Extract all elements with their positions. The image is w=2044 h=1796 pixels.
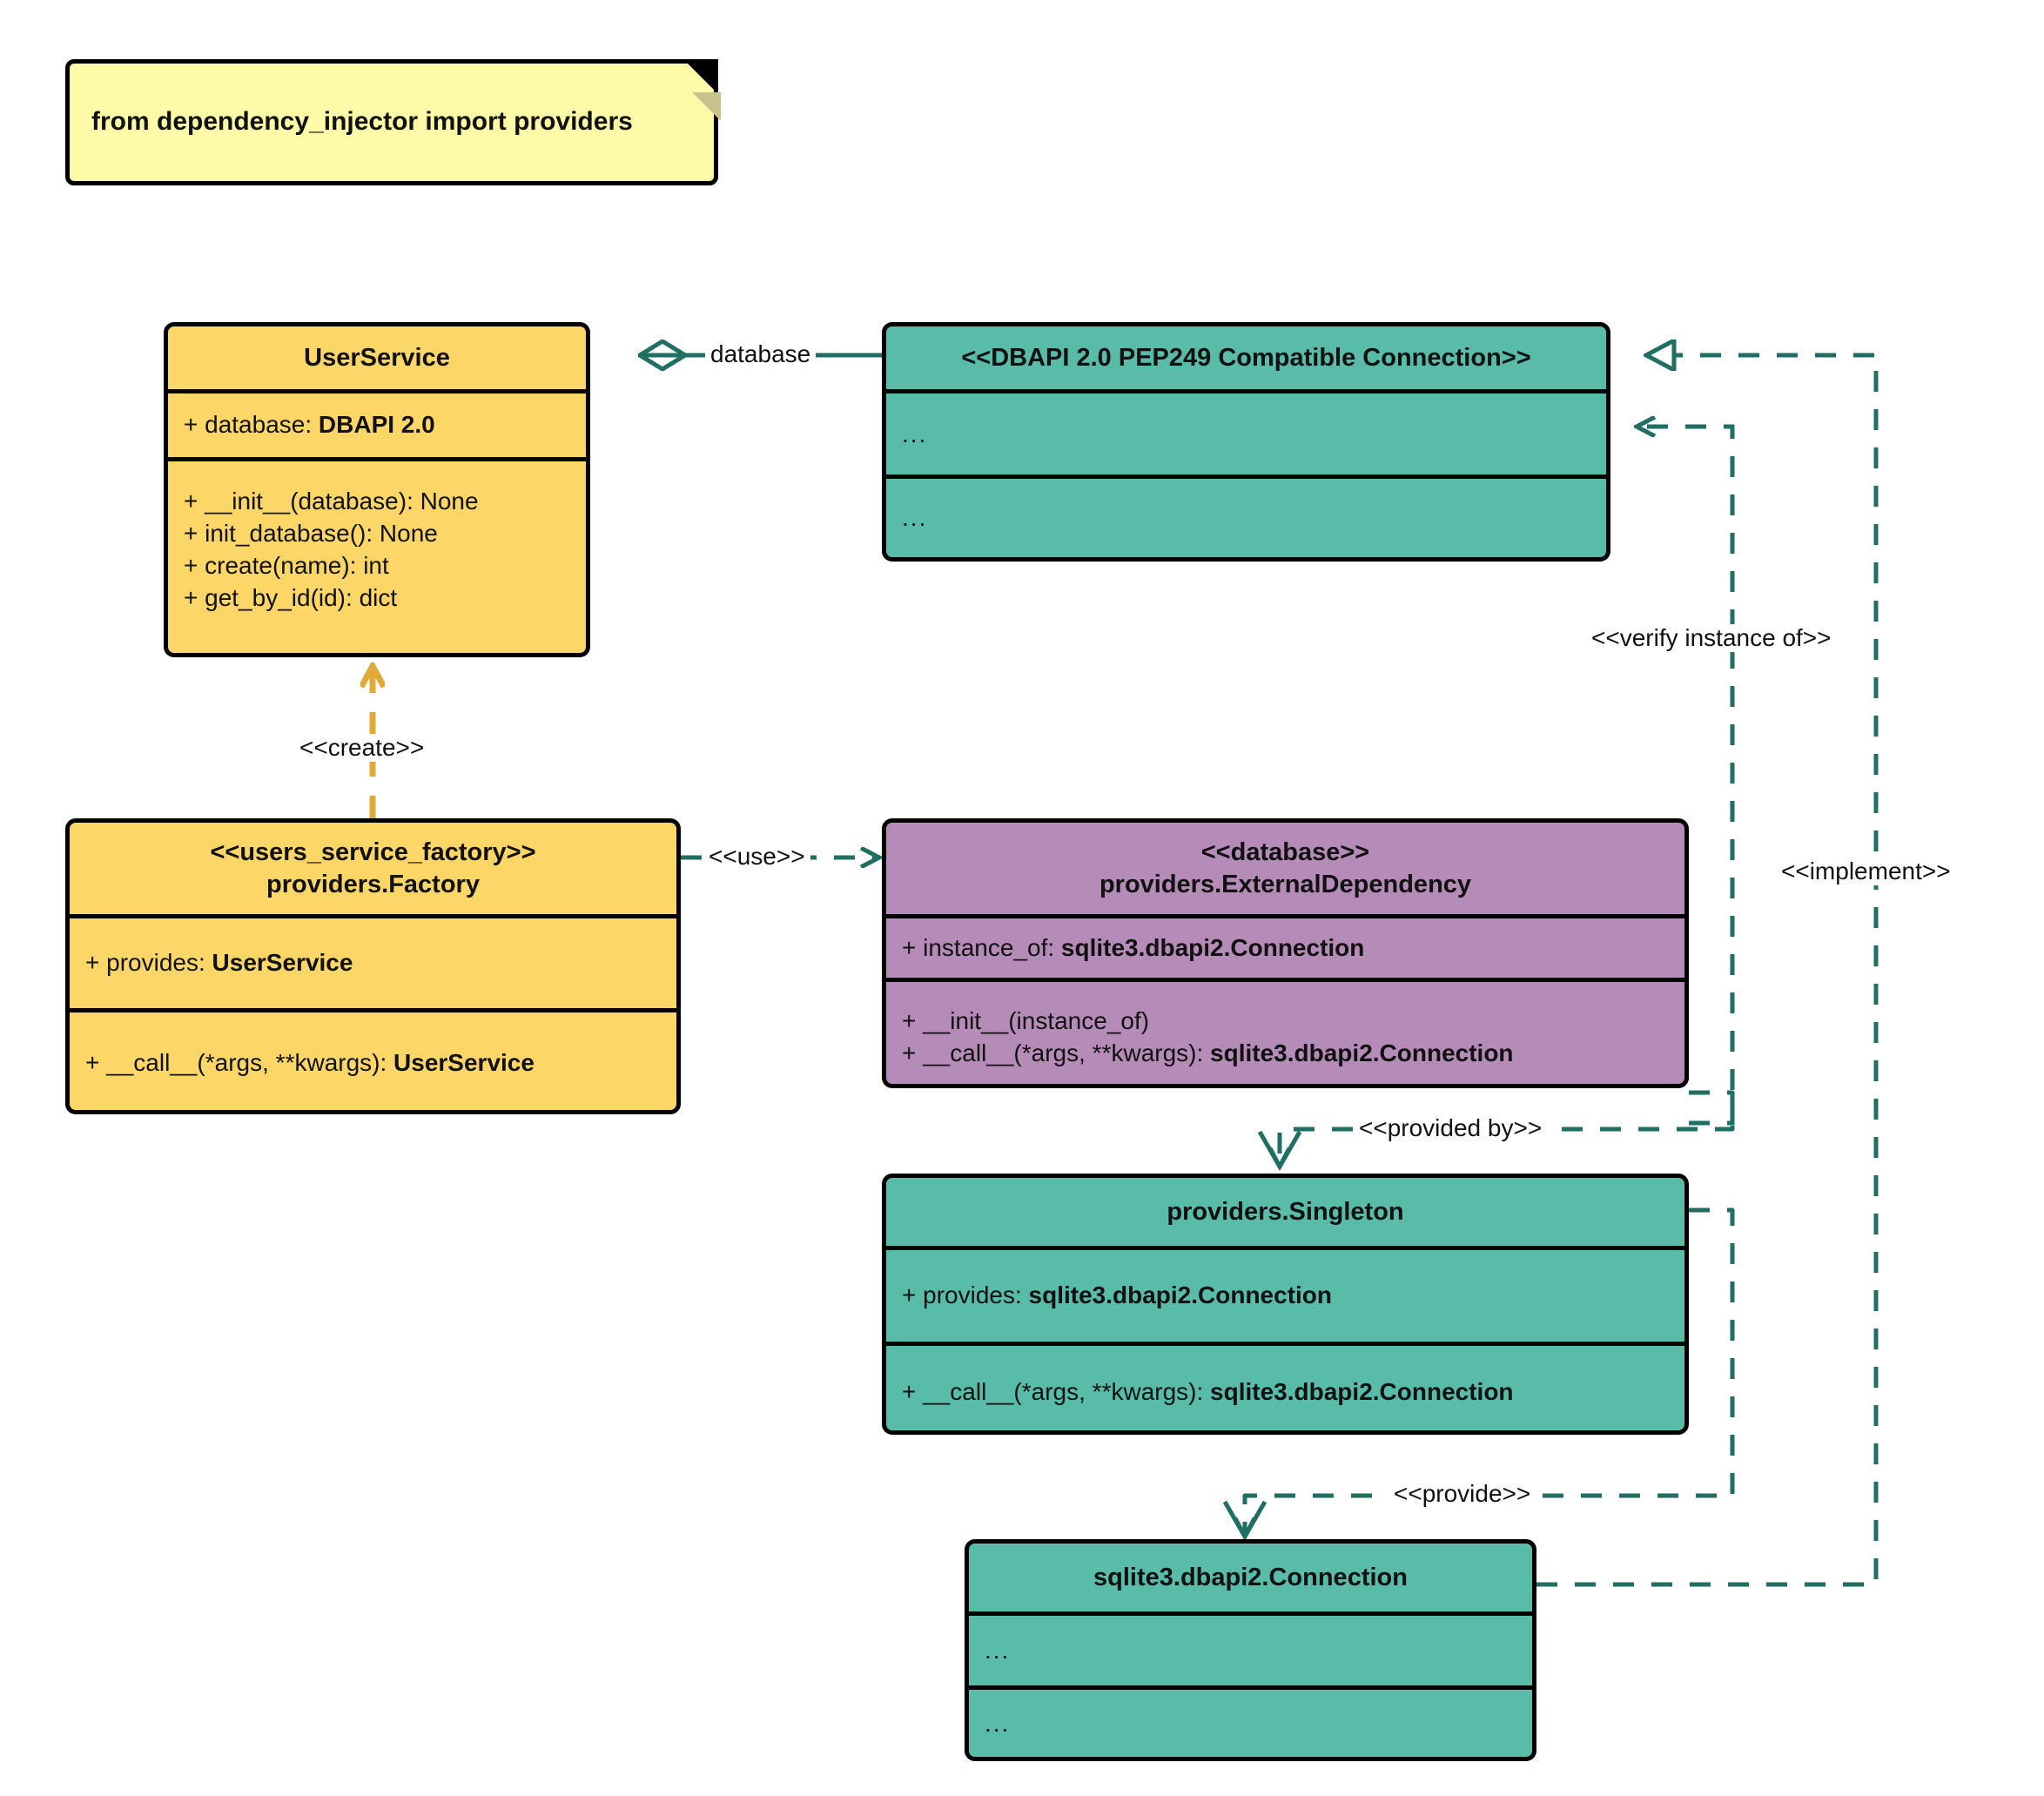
class-singleton[interactable]: providers.Singleton + provides: sqlite3.…: [882, 1174, 1689, 1435]
attribute-row: + instance_of: sqlite3.dbapi2.Connection: [902, 933, 1365, 961]
class-sqlite-connection-header: sqlite3.dbapi2.Connection: [969, 1544, 1532, 1611]
class-dbapi-connection-title: <<DBAPI 2.0 PEP249 Compatible Connection…: [961, 343, 1531, 372]
attribute-placeholder: ...: [985, 1637, 1011, 1664]
class-users-service-factory-attributes: + provides: UserService: [70, 914, 676, 1008]
class-sqlite-connection-attributes: ...: [969, 1611, 1532, 1685]
method-row: + __call__(*args, **kwargs): sqlite3.dba…: [902, 1039, 1514, 1066]
method-row: + get_by_id(id): dict: [184, 583, 398, 611]
method-row: + __init__(database): None: [184, 488, 479, 515]
class-user-service[interactable]: UserService + database: DBAPI 2.0 + __in…: [164, 322, 590, 657]
note-fold-icon: [683, 59, 721, 121]
class-singleton-methods: + __call__(*args, **kwargs): sqlite3.dba…: [886, 1342, 1684, 1430]
note-import: from dependency_injector import provider…: [65, 59, 721, 185]
class-users-service-factory[interactable]: <<users_service_factory>> providers.Fact…: [65, 818, 681, 1114]
edge-label-provide: <<provide>>: [1388, 1480, 1536, 1508]
class-user-service-attributes: + database: DBAPI 2.0: [168, 389, 586, 457]
class-singleton-header: providers.Singleton: [886, 1178, 1684, 1246]
edge-verify-instance-of: [1637, 427, 1735, 1126]
class-users-service-factory-title: providers.Factory: [266, 870, 480, 898]
class-external-dependency[interactable]: <<database>> providers.ExternalDependenc…: [882, 818, 1689, 1088]
class-users-service-factory-stereotype: <<users_service_factory>>: [210, 838, 536, 867]
class-sqlite-connection[interactable]: sqlite3.dbapi2.Connection ... ...: [965, 1539, 1536, 1761]
method-row: + __call__(*args, **kwargs): sqlite3.dba…: [902, 1378, 1514, 1406]
class-dbapi-connection-methods: ...: [886, 474, 1606, 557]
attribute-row: + provides: UserService: [85, 949, 353, 977]
class-singleton-attributes: + provides: sqlite3.dbapi2.Connection: [886, 1246, 1684, 1342]
method-row: + create(name): int: [184, 551, 389, 579]
edge-label-verify-instance-of: <<verify instance of>>: [1586, 624, 1837, 652]
class-external-dependency-methods: + __init__(instance_of) + __call__(*args…: [886, 978, 1684, 1084]
class-user-service-title: UserService: [304, 343, 450, 372]
class-user-service-methods: + __init__(database): None + init_databa…: [168, 457, 586, 653]
edge-label-implement: <<implement>>: [1776, 858, 1956, 885]
note-text: from dependency_injector import provider…: [91, 107, 633, 136]
class-user-service-header: UserService: [168, 326, 586, 389]
class-singleton-title: providers.Singleton: [1167, 1197, 1404, 1226]
class-sqlite-connection-methods: ...: [969, 1685, 1532, 1757]
class-external-dependency-header: <<database>> providers.ExternalDependenc…: [886, 823, 1684, 914]
class-dbapi-connection-attributes: ...: [886, 389, 1606, 474]
attribute-row: + database: DBAPI 2.0: [184, 411, 435, 439]
class-dbapi-connection-header: <<DBAPI 2.0 PEP249 Compatible Connection…: [886, 326, 1606, 389]
class-sqlite-connection-title: sqlite3.dbapi2.Connection: [1093, 1563, 1408, 1591]
method-row: + __init__(instance_of): [902, 1006, 1150, 1034]
edge-implement: [1536, 355, 1879, 1587]
class-external-dependency-title: providers.ExternalDependency: [1099, 870, 1472, 898]
method-row: + init_database(): None: [184, 519, 438, 547]
edge-label-database: database: [705, 340, 817, 368]
class-external-dependency-stereotype: <<database>>: [1200, 838, 1370, 867]
method-row: + __call__(*args, **kwargs): UserService: [85, 1049, 535, 1077]
edge-label-create: <<create>>: [294, 734, 430, 762]
class-users-service-factory-header: <<users_service_factory>> providers.Fact…: [70, 823, 676, 914]
edge-label-use: <<use>>: [703, 843, 810, 871]
class-external-dependency-attributes: + instance_of: sqlite3.dbapi2.Connection: [886, 914, 1684, 978]
class-users-service-factory-methods: + __call__(*args, **kwargs): UserService: [70, 1008, 676, 1110]
edge-label-provided-by: <<provided by>>: [1354, 1114, 1548, 1142]
class-dbapi-connection[interactable]: <<DBAPI 2.0 PEP249 Compatible Connection…: [882, 322, 1610, 562]
attribute-row: + provides: sqlite3.dbapi2.Connection: [902, 1281, 1333, 1309]
method-placeholder: ...: [902, 504, 928, 531]
attribute-placeholder: ...: [902, 420, 928, 447]
method-placeholder: ...: [985, 1709, 1011, 1737]
